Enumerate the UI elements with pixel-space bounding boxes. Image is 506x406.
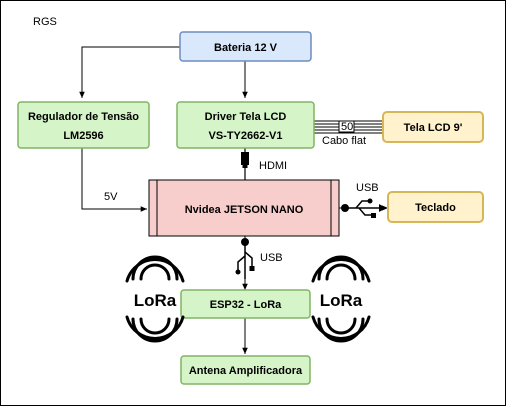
hdmi-icon [241, 152, 249, 168]
lora-label-right: LoRa [320, 291, 363, 310]
label-5v: 5V [104, 191, 118, 203]
node-bateria [179, 31, 312, 62]
node-tela-lcd-label: Tela LCD 9' [404, 122, 463, 134]
label-usb-keyboard: USB [356, 182, 379, 194]
node-teclado-label: Teclado [415, 202, 456, 214]
node-regulador-line2: LM2596 [63, 130, 103, 142]
label-cable: Cabo flat [322, 135, 366, 147]
wifi-signal-icon [311, 255, 371, 343]
label-usb-esp: USB [260, 252, 283, 264]
node-antena-label: Antena Amplificadora [189, 365, 303, 377]
node-regulador [17, 101, 150, 149]
node-teclado [387, 191, 484, 223]
edge-bateria-regulador [79, 46, 180, 98]
node-jetson-inner [156, 179, 332, 237]
node-driver-line1: Driver Tela LCD [205, 111, 287, 123]
node-regulador-line1: Regulador de Tensão [28, 111, 139, 123]
node-tela-lcd [382, 111, 484, 143]
node-driver [176, 101, 315, 149]
node-jetson-label: Nvidea JETSON NANO [185, 204, 304, 216]
usb-icon [341, 198, 386, 218]
label-cable-count: 50 [341, 121, 353, 133]
node-driver-line2: VS-TY2662-V1 [209, 130, 283, 142]
edge-regulador-jetson [81, 148, 147, 212]
node-bateria-label: Bateria 12 V [214, 42, 278, 54]
node-esp32-label: ESP32 - LoRa [210, 299, 282, 311]
node-jetson [148, 179, 340, 237]
diagram-title: RGS [33, 16, 57, 28]
lora-label-left: LoRa [134, 291, 177, 310]
wifi-signal-icon [125, 255, 185, 343]
usb-icon [235, 238, 255, 279]
node-esp32 [180, 289, 311, 319]
node-antena [180, 355, 311, 385]
flat-cable [313, 120, 383, 134]
label-hdmi: HDMI [259, 160, 287, 172]
